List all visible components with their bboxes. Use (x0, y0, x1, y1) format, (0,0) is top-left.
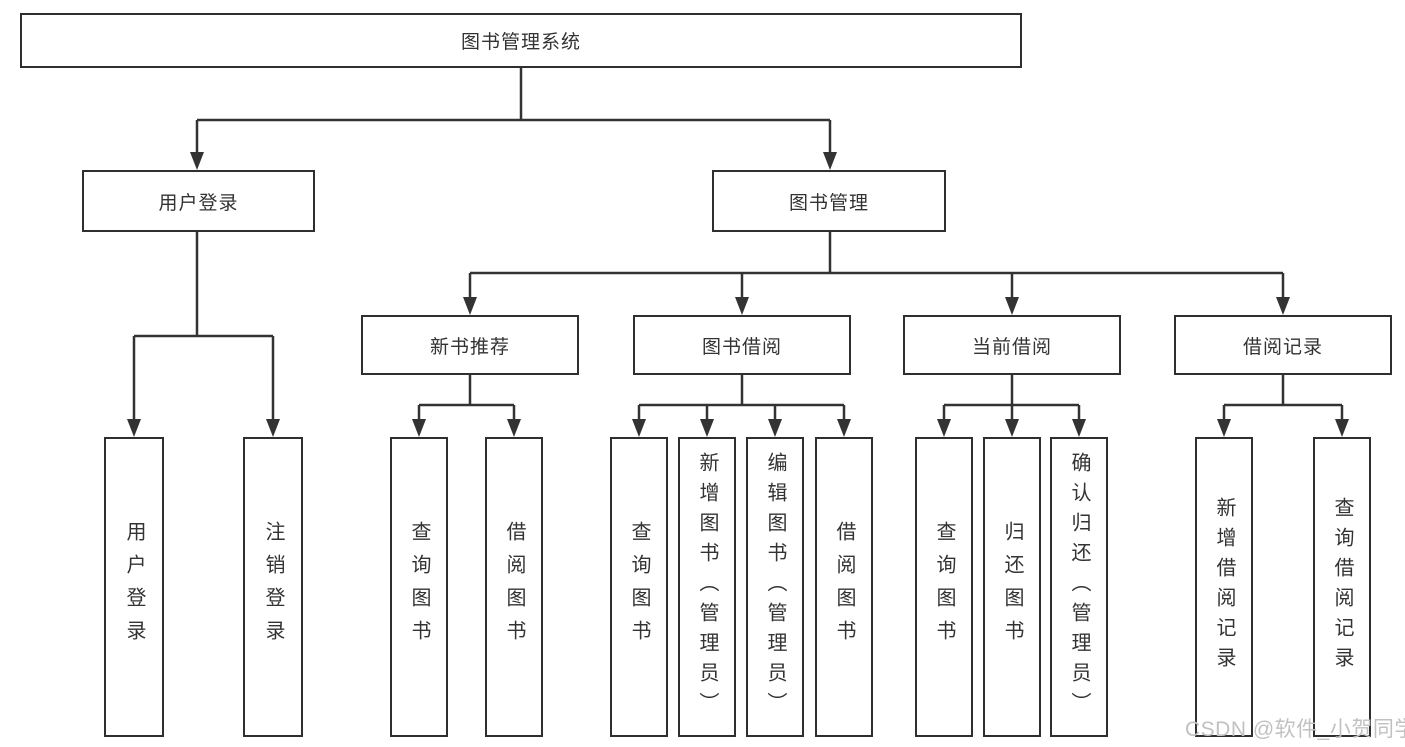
node-new-book-recommend: 新书推荐 (361, 315, 579, 375)
node-borrow-records: 借阅记录 (1174, 315, 1392, 375)
leaf-confirm-return-admin-label: 确认归还（管理员） (1068, 452, 1090, 722)
node-book-management: 图书管理 (712, 170, 946, 232)
leaf-edit-book-admin: 编辑图书（管理员） (746, 437, 804, 737)
leaf-search-books-borrow-label: 查询图书 (628, 521, 650, 653)
leaf-confirm-return-admin: 确认归还（管理员） (1050, 437, 1108, 737)
node-current-borrow: 当前借阅 (903, 315, 1121, 375)
node-library-management-system: 图书管理系统 (20, 13, 1022, 68)
leaf-search-books-borrow: 查询图书 (610, 437, 668, 737)
leaf-user-login: 用户登录 (104, 437, 164, 737)
leaf-return-book: 归还图书 (983, 437, 1041, 737)
leaf-search-books-current: 查询图书 (915, 437, 973, 737)
leaf-return-book-label: 归还图书 (1001, 521, 1023, 653)
leaf-borrow-books-label: 借阅图书 (833, 521, 855, 653)
leaf-user-login-label: 用户登录 (123, 521, 145, 653)
leaf-logout-label: 注销登录 (262, 521, 284, 653)
leaf-borrow-books: 借阅图书 (815, 437, 873, 737)
leaf-search-borrow-record-label: 查询借阅记录 (1331, 497, 1353, 677)
leaf-logout: 注销登录 (243, 437, 303, 737)
leaf-borrow-books-recommend: 借阅图书 (485, 437, 543, 737)
node-user-login: 用户登录 (82, 170, 315, 232)
leaf-search-books-current-label: 查询图书 (933, 521, 955, 653)
leaf-search-borrow-record: 查询借阅记录 (1313, 437, 1371, 737)
leaf-add-book-admin: 新增图书（管理员） (678, 437, 736, 737)
leaf-edit-book-admin-label: 编辑图书（管理员） (764, 452, 786, 722)
leaf-search-books-recommend-label: 查询图书 (408, 521, 430, 653)
node-book-borrow: 图书借阅 (633, 315, 851, 375)
leaf-add-borrow-record: 新增借阅记录 (1195, 437, 1253, 737)
leaf-borrow-books-recommend-label: 借阅图书 (503, 521, 525, 653)
leaf-add-book-admin-label: 新增图书（管理员） (696, 452, 718, 722)
leaf-search-books-recommend: 查询图书 (390, 437, 448, 737)
leaf-add-borrow-record-label: 新增借阅记录 (1213, 497, 1235, 677)
csdn-watermark: CSDN @软件_小贺同学 (1185, 718, 1405, 741)
